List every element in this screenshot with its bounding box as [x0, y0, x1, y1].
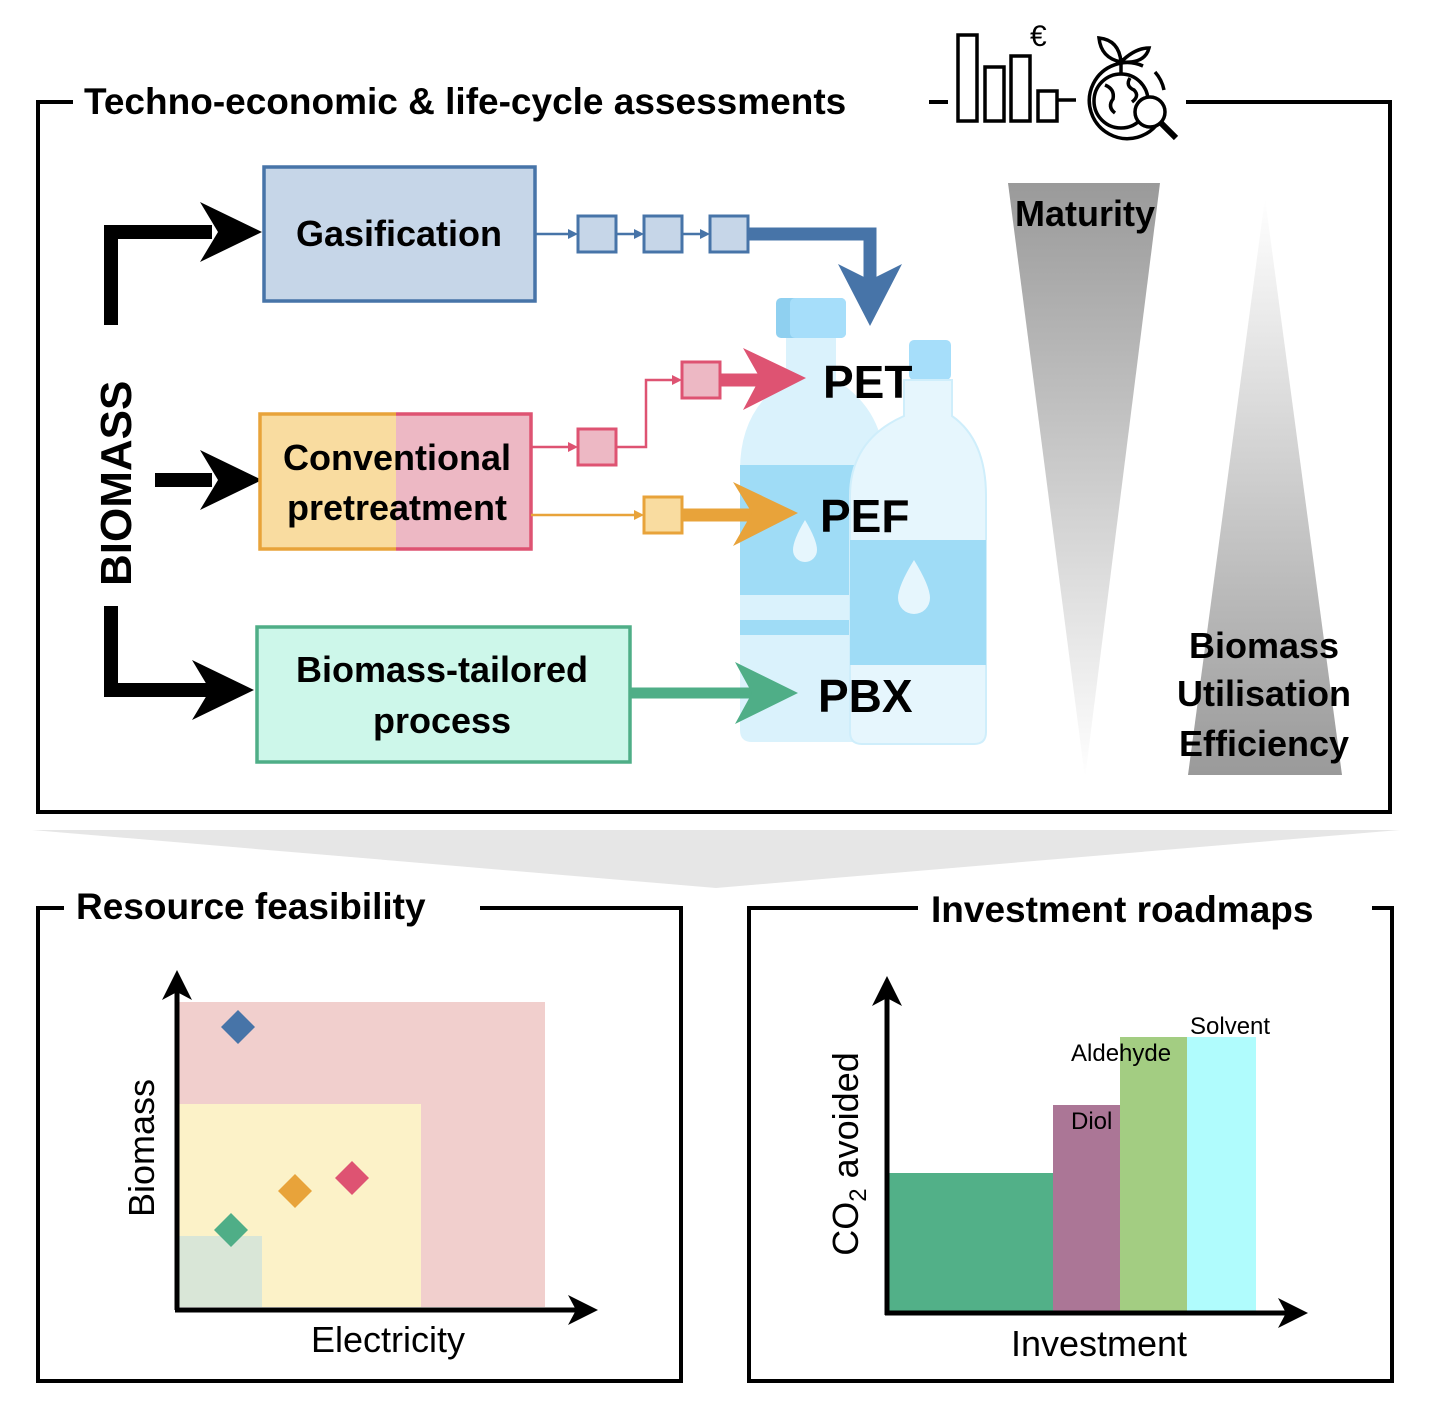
conventional-label-line2: pretreatment	[287, 487, 507, 528]
biomass-label: BIOMASS	[92, 381, 141, 586]
resource-panel-title: Resource feasibility	[76, 886, 426, 927]
region-low	[178, 1236, 262, 1307]
bar-aldehyde	[1120, 1037, 1188, 1312]
biomass-tailored-process-box: Biomass-tailored process	[255, 625, 632, 764]
conventional-label-line1: Conventional	[283, 437, 511, 478]
investment-panel-title: Investment roadmaps	[931, 889, 1313, 930]
y-axis-arrow	[162, 970, 192, 1000]
maturity-triangle	[1008, 183, 1160, 778]
pet-chain	[531, 348, 806, 467]
arrow-to-tailored	[192, 660, 254, 720]
biomass-branch-top	[104, 225, 212, 325]
bar-chart-euro-icon	[956, 33, 1076, 123]
down-chevron-arrow	[32, 830, 1400, 888]
point-pet	[335, 1161, 369, 1195]
pef-chain	[531, 482, 798, 546]
arrow-to-conventional	[200, 450, 262, 510]
conventional-pretreatment-box: Conventional pretreatment	[258, 412, 533, 551]
x-axis-arrow	[568, 1295, 598, 1325]
tailored-label-line1: Biomass-tailored	[296, 649, 588, 690]
euro-symbol: €	[1030, 20, 1047, 53]
biomass-branch-bottom	[104, 606, 212, 697]
efficiency-label-line2: Utilisation	[1177, 673, 1351, 714]
bottles-illustration	[740, 298, 987, 745]
product-pbx: PBX	[818, 670, 913, 722]
product-pef: PEF	[820, 490, 909, 542]
y-axis-label: Biomass	[121, 1079, 162, 1217]
investment-roadmaps-panel: Investment roadmaps Diol Aldehyde Solven…	[747, 889, 1394, 1383]
y-axis-arrow	[872, 976, 902, 1006]
top-panel: Techno-economic & life-cycle assessments…	[36, 20, 1392, 814]
point-gasification	[221, 1010, 255, 1044]
x-axis-label: Investment	[1011, 1323, 1187, 1364]
efficiency-triangle	[1188, 198, 1342, 775]
point-pef	[278, 1174, 312, 1208]
top-panel-title: Techno-economic & life-cycle assessments	[84, 81, 846, 122]
product-pet: PET	[823, 356, 912, 408]
bar-label-solvent: Solvent	[1190, 1013, 1270, 1040]
bar-label-aldehyde: Aldehyde	[1071, 1040, 1171, 1067]
efficiency-label-line1: Biomass	[1189, 625, 1339, 666]
bar-label-diol: Diol	[1071, 1108, 1112, 1135]
top-panel-frame	[36, 100, 1392, 814]
y-axis-label: CO2 avoided	[825, 1052, 872, 1255]
gasification-box: Gasification	[262, 165, 537, 303]
pbx-chain	[630, 662, 798, 724]
gasification-chain	[535, 214, 902, 326]
earth-plant-magnifier-icon	[1087, 36, 1179, 141]
investment-panel-frame	[747, 906, 1394, 1383]
resource-panel-frame	[36, 906, 683, 1383]
x-axis-label: Electricity	[311, 1319, 465, 1360]
resource-feasibility-panel: Resource feasibility Electricity Biomass	[36, 886, 683, 1383]
gasification-label: Gasification	[296, 213, 502, 254]
bar-base	[889, 1173, 1054, 1312]
arrow-to-gasification	[200, 202, 262, 262]
efficiency-label-line3: Efficiency	[1179, 723, 1349, 764]
tailored-label-line2: process	[373, 700, 511, 741]
bar-solvent	[1187, 1037, 1256, 1312]
bar-diol	[1053, 1105, 1121, 1312]
x-axis-arrow	[1278, 1298, 1308, 1328]
maturity-label: Maturity	[1015, 193, 1155, 234]
point-pbx	[214, 1213, 248, 1247]
